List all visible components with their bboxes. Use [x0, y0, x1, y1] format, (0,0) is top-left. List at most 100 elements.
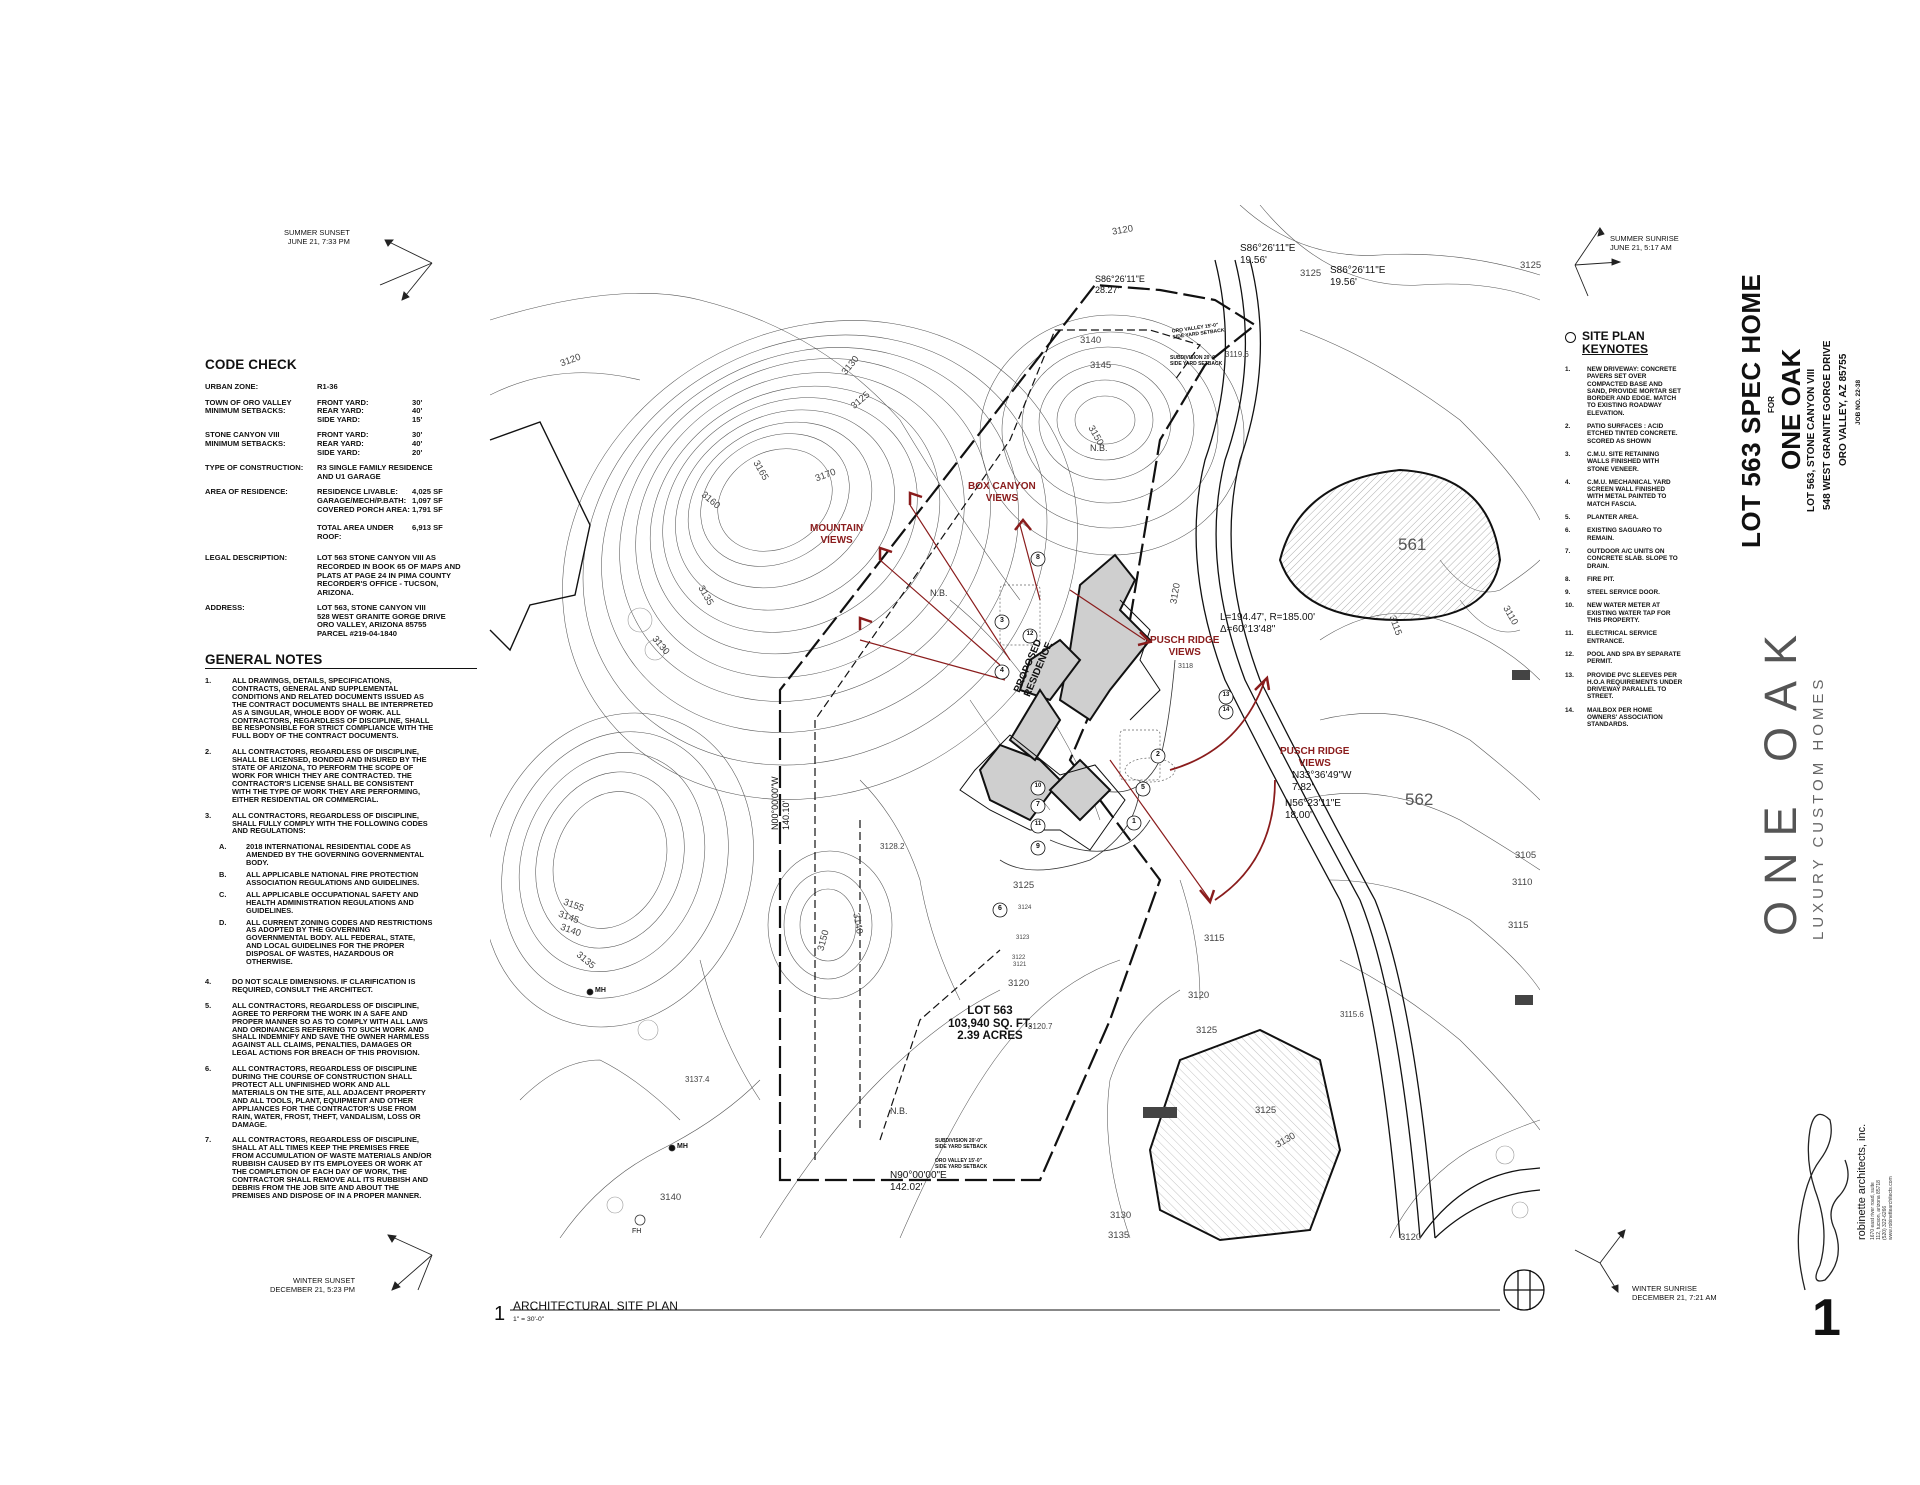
note-text: ALL CONTRACTORS, REGARDLESS OF DISCIPLIN… — [232, 747, 427, 804]
summer-sunrise-compass — [1574, 226, 1622, 297]
contour-label: 3125 — [1520, 260, 1542, 271]
view-label-pusch-2: PUSCH RIDGE VIEWS — [1280, 746, 1349, 770]
note-number: 2. — [205, 747, 212, 757]
area-item-value: 4,025 SF — [412, 487, 443, 497]
keynote-item: 3.C.M.U. SITE RETAINING WALLS FINISHED W… — [1565, 451, 1725, 473]
area-row: AREA OF RESIDENCE: RESIDENCE LIVABLE:4,0… — [205, 488, 485, 541]
contour-label: 3120 — [1008, 978, 1030, 989]
contour-label: 3120 — [1400, 1232, 1422, 1243]
keynote-text: PATIO SURFACES : ACID ETCHED TINTED CONC… — [1587, 423, 1678, 445]
area-item-value: 1,791 SF — [412, 504, 443, 514]
bearing-distance: 19.56' — [1240, 255, 1267, 266]
contour-label: 3105 — [1515, 850, 1537, 861]
trees — [606, 607, 1529, 1219]
construction-row: TYPE OF CONSTRUCTION: R3 SINGLE FAMILY R… — [205, 463, 485, 481]
keynote-number: 1. — [1565, 366, 1571, 373]
keynotes-panel: SITE PLAN KEYNOTES 1.NEW DRIVEWAY: CONCR… — [1565, 330, 1725, 735]
view-label-line: VIEWS — [1298, 758, 1331, 769]
keynote-number: 4. — [1565, 478, 1571, 486]
setback-value: 40' — [412, 438, 423, 448]
note-text: ALL CONTRACTORS, REGARDLESS OF DISCIPLIN… — [232, 1135, 432, 1200]
keynote-text: PROVIDE PVC SLEEVES PER H.O.A REQUIREMEN… — [1587, 671, 1683, 701]
view-arrows — [858, 491, 1276, 905]
urban-zone-label: URBAN ZONE: — [205, 382, 259, 391]
keynote-text: FIRE PIT. — [1587, 575, 1615, 583]
lot-area: 103,940 SQ. FT. — [948, 1017, 1032, 1030]
setback-value: 30' — [412, 397, 423, 407]
urban-zone-value: R1-36 — [317, 382, 338, 391]
curve-delta: Δ=60°13'48" — [1220, 624, 1276, 635]
nb-label: N.B. — [890, 1106, 908, 1116]
area-item-label: COVERED PORCH AREA: — [317, 504, 410, 514]
note-item: 2. ALL CONTRACTORS, REGARDLESS OF DISCIPL… — [205, 748, 477, 803]
setback-value: 15' — [412, 414, 423, 424]
area-label: AREA OF RESIDENCE: — [205, 487, 288, 497]
address-label: ADDRESS: — [205, 603, 245, 613]
project-for: FOR — [1767, 396, 1776, 413]
view-label-line: MOUNTAIN — [810, 523, 864, 534]
construction-label: TYPE OF CONSTRUCTION: — [205, 463, 304, 473]
stone-setbacks-label: STONE CANYON VIII MINIMUM SETBACKS: — [205, 430, 286, 448]
bearing-text: N00°00'00"W — [770, 776, 780, 830]
callout-number: 2 — [1156, 751, 1160, 758]
address-value: LOT 563, STONE CANYON VIII 528 WEST GRAN… — [317, 603, 446, 639]
address-row: ADDRESS: LOT 563, STONE CANYON VIII 528 … — [205, 603, 485, 639]
setback-label: SIDE YARD: — [317, 414, 361, 424]
code-check-panel: CODE CHECK URBAN ZONE: R1-36 TOWN OF ORO… — [205, 357, 485, 646]
setback-value: 30' — [412, 430, 423, 440]
fire-hydrant-label: FH — [632, 1228, 642, 1235]
setback-lines — [814, 329, 1201, 1160]
keynote-item: 2.PATIO SURFACES : ACID ETCHED TINTED CO… — [1565, 423, 1725, 445]
view-label-line: VIEWS — [820, 535, 853, 546]
city-address: ORO VALLEY, AZ 85755 — [1838, 353, 1849, 466]
summer-sunset-label: SUMMER SUNSET JUNE 21, 7:33 PM — [284, 228, 350, 246]
nb-label: N.B. — [1090, 443, 1108, 453]
note-subitem: B.ALL APPLICABLE NATIONAL FIRE PROTECTIO… — [219, 871, 477, 887]
keynote-item: 8.FIRE PIT. — [1565, 576, 1725, 583]
keynote-item: 4.C.M.U. MECHANICAL YARD SCREEN WALL FIN… — [1565, 479, 1725, 508]
total-area-value: 6,913 SF — [412, 523, 443, 533]
note-text: DO NOT SCALE DIMENSIONS. IF CLARIFICATIO… — [232, 977, 416, 994]
note-subitem: A.2018 INTERNATIONAL RESIDENTIAL CODE AS… — [219, 843, 477, 867]
subitem-letter: A. — [219, 842, 227, 852]
note-number: 5. — [205, 1000, 212, 1010]
keynote-item: 12.POOL AND SPA BY SEPARATE PERMIT. — [1565, 651, 1725, 666]
callout-number: 8 — [1036, 554, 1040, 561]
keynote-text: OUTDOOR A/C UNITS ON CONCRETE SLAB. SLOP… — [1587, 547, 1678, 570]
note-text: ALL DRAWINGS, DETAILS, SPECIFICATIONS, C… — [232, 676, 434, 741]
bearing-distance: 142.02' — [890, 1182, 923, 1193]
callout-number: 12 — [1026, 631, 1034, 637]
code-check-title: CODE CHECK — [205, 357, 297, 372]
keynote-number: 3. — [1565, 450, 1571, 458]
subitem-text: ALL CURRENT ZONING CODES AND RESTRICTION… — [246, 917, 433, 967]
view-label-line: PUSCH RIDGE — [1150, 635, 1220, 646]
callout-number: 11 — [1034, 821, 1042, 827]
contour-label: 3125 — [1255, 1105, 1277, 1116]
contour-label: 3123 — [1016, 935, 1030, 941]
neighbor-parcel — [489, 421, 591, 652]
note-number: 6. — [205, 1064, 212, 1074]
keynote-number: 5. — [1565, 514, 1571, 522]
setback-tag: SUBDIVISION 20'-0" SIDE YARD SETBACK — [935, 1138, 988, 1150]
utility-box — [1143, 1107, 1177, 1118]
keynotes-title-line2: KEYNOTES — [1582, 342, 1649, 356]
view-label-box-canyon: BOX CANYON VIEWS — [968, 481, 1036, 505]
callout-number: 9 — [1036, 843, 1040, 850]
keynote-number: 14. — [1565, 706, 1574, 714]
subitem-text: ALL APPLICABLE NATIONAL FIRE PROTECTION … — [246, 870, 420, 887]
callout-number: 5 — [1141, 784, 1145, 791]
manhole-label: MH — [595, 987, 606, 994]
contour-label: 3122 — [1012, 955, 1026, 961]
contour-label: 3119.6 — [1225, 350, 1249, 359]
winter-sunset-compass — [387, 1234, 433, 1291]
drawing-number: 1 — [494, 1303, 506, 1325]
bearing-distance: 7.82' — [1292, 782, 1314, 793]
architect-contact: 1670 east river road, suite 112, tucson,… — [1870, 1176, 1894, 1240]
north-arrow-icon — [1503, 1269, 1545, 1311]
project-title: LOT 563 SPEC HOME — [1736, 273, 1766, 548]
setback-value: 40' — [412, 406, 423, 416]
contour-label: 3125 — [1300, 268, 1322, 279]
note-number: 4. — [205, 977, 212, 986]
